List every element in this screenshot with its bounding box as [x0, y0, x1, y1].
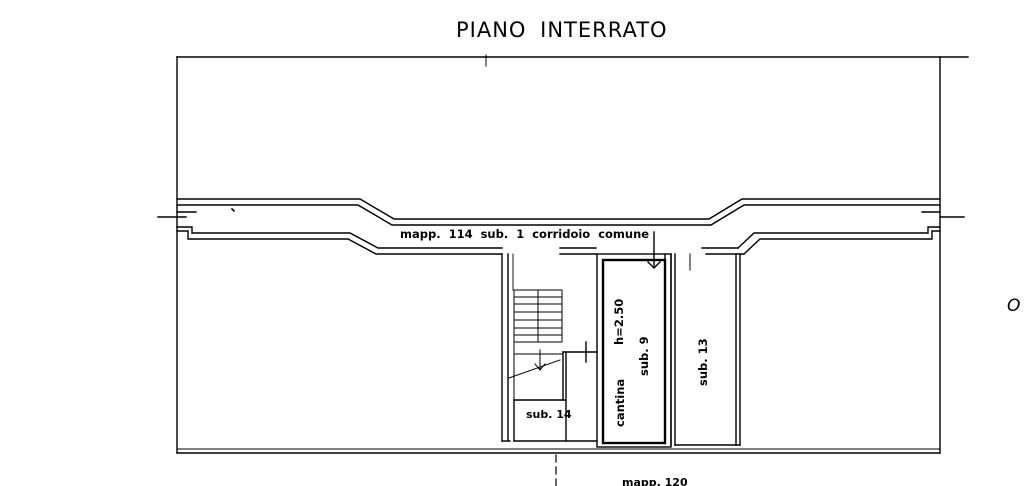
staircase [508, 289, 563, 401]
plan-title: PIANO INTERRATO [456, 18, 668, 42]
sub14-label: sub. 14 [526, 408, 572, 421]
cantina-room [596, 231, 672, 448]
corridor-wall-top [176, 198, 941, 226]
cantina-height-label: h=2.50 [612, 298, 626, 345]
stair-well [501, 253, 514, 442]
cantina-label: cantina [613, 378, 627, 427]
cantina-sub-label: sub. 9 [637, 336, 651, 376]
outer-walls [176, 56, 969, 454]
corridor-label: mapp. 114 sub. 1 corridoio comune [400, 227, 650, 241]
corridor-wall-bottom [176, 226, 941, 255]
sub13-label: sub. 13 [696, 338, 710, 386]
sub13-room [670, 253, 741, 446]
adjacent-parcel-label: mapp. 120 [622, 476, 688, 486]
sub14-room [513, 341, 598, 442]
side-markers [157, 211, 965, 218]
orientation-mark: O [1007, 296, 1021, 316]
